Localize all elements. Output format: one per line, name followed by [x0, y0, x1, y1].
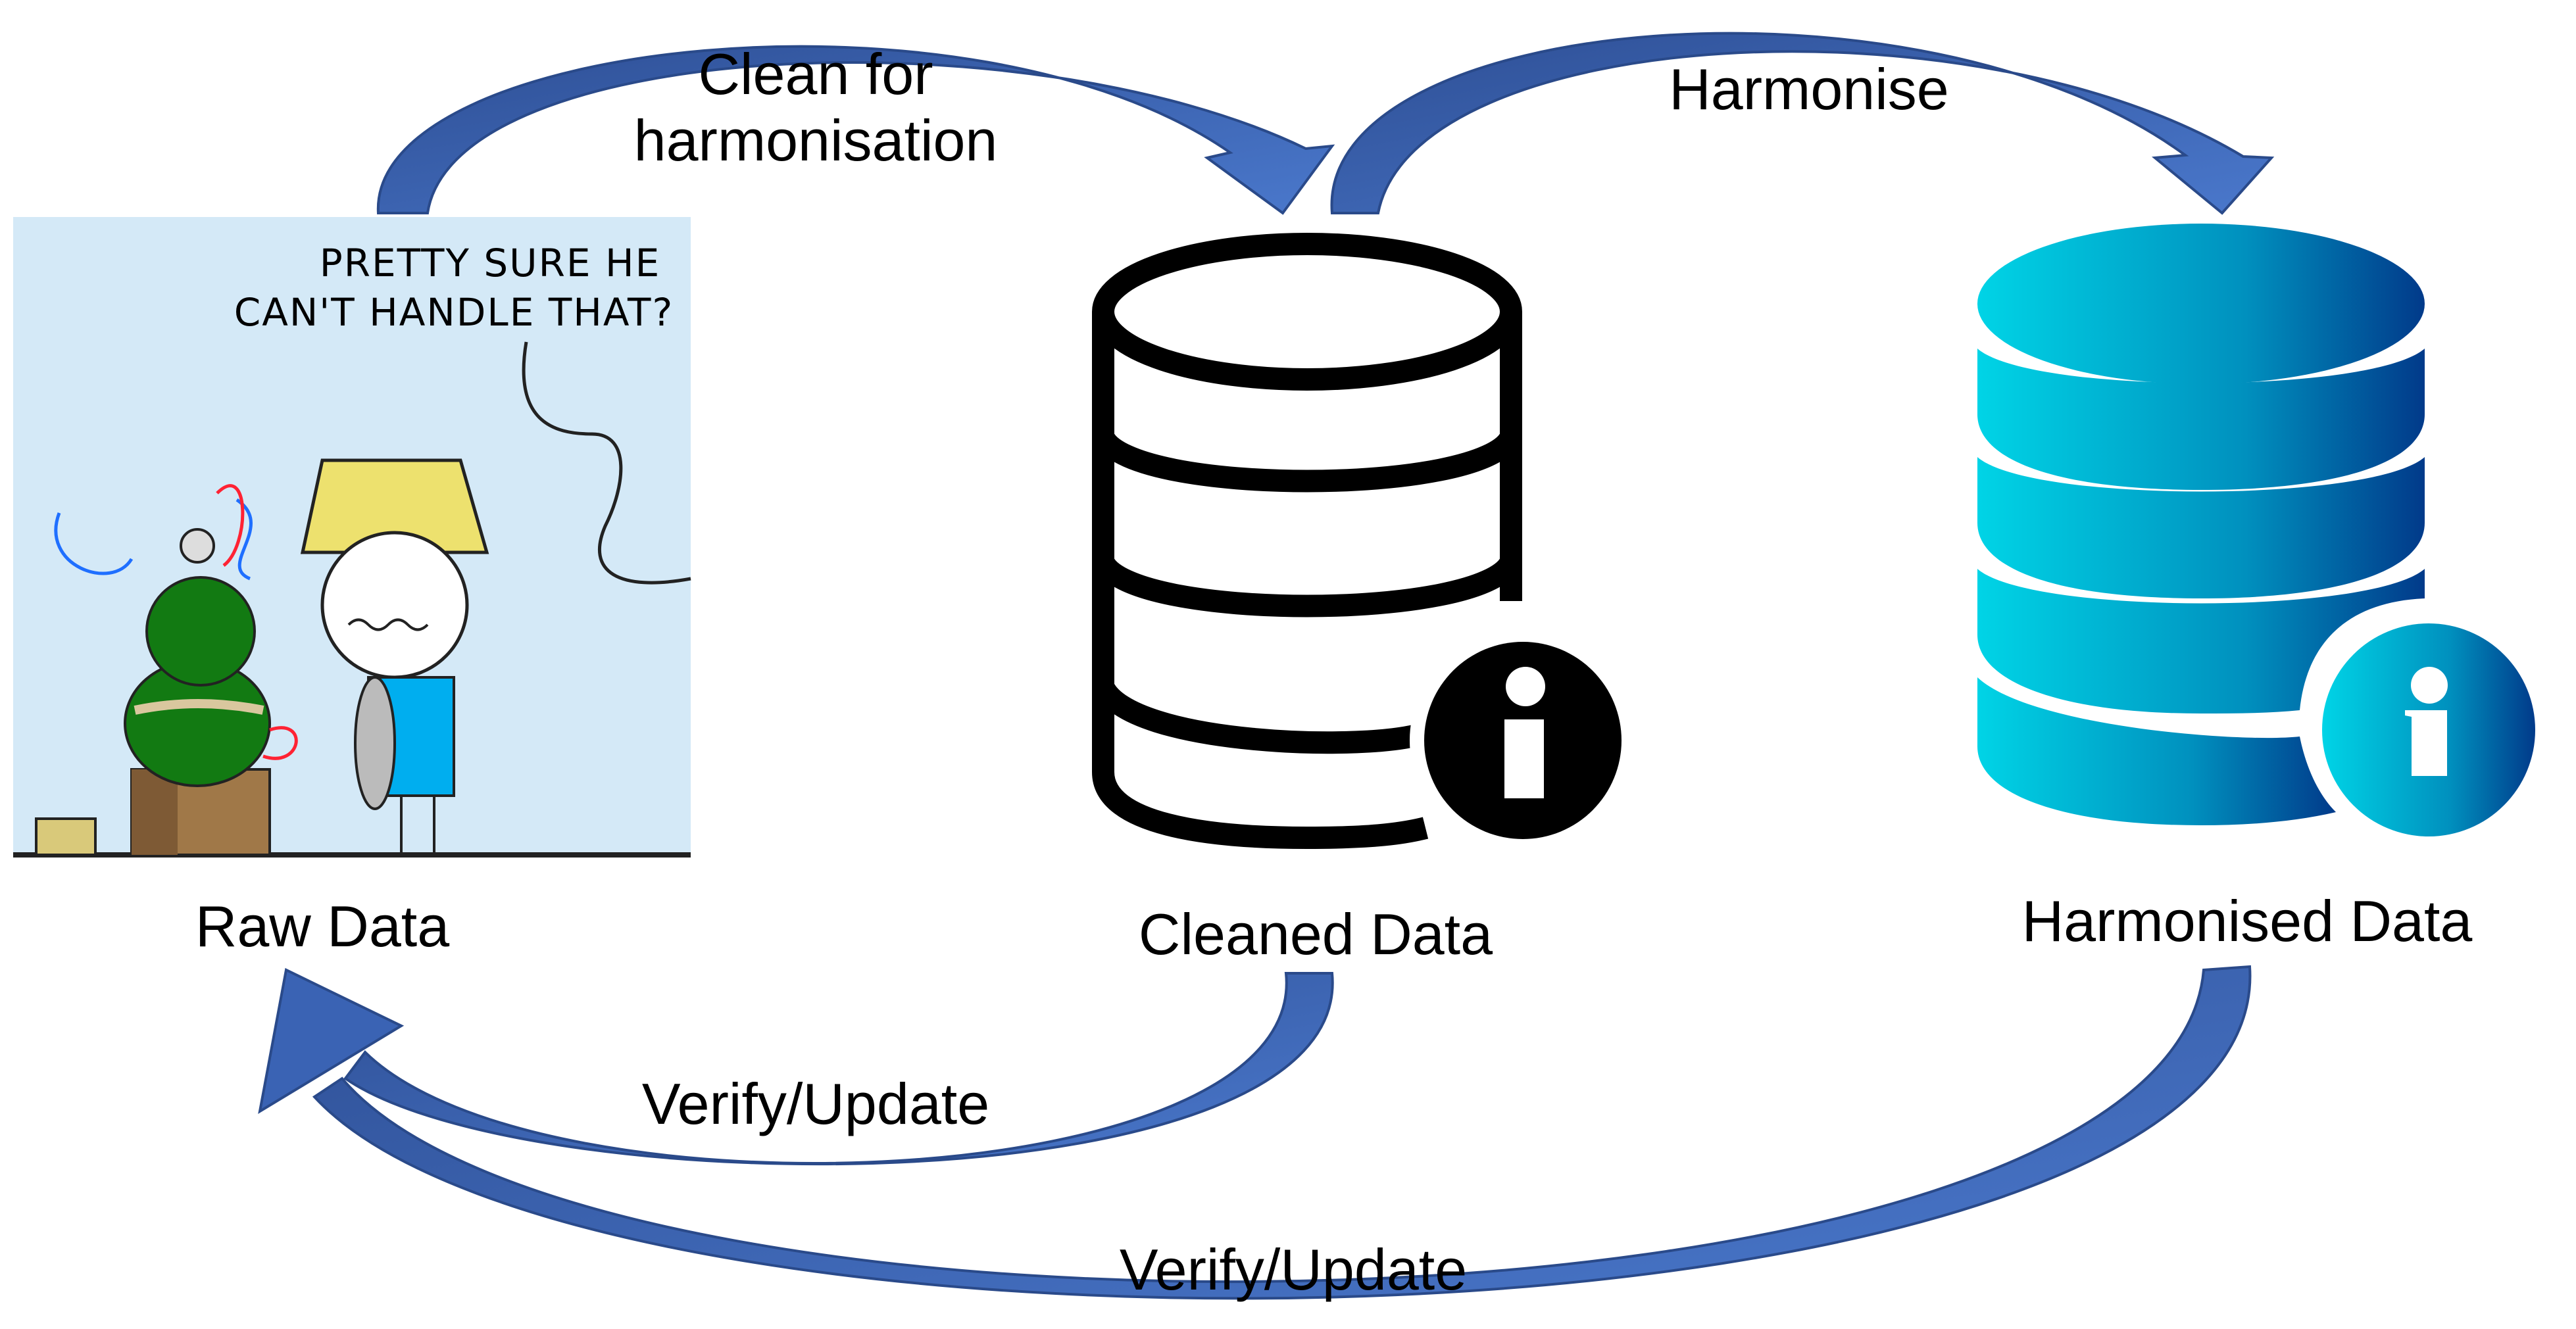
edge-label-clean-line2: harmonisation: [633, 108, 998, 174]
arrow-cleaned-to-harmonised: [1330, 32, 2275, 215]
raw-data-comic: PRETTY SURE HE CAN'T HANDLE THAT?: [13, 217, 691, 858]
node-label-raw: Raw Data: [195, 894, 450, 959]
edge-label-clean: Clean for harmonisation: [634, 41, 998, 174]
node-label-cleaned: Cleaned Data: [1138, 902, 1493, 967]
node-label-harmonised: Harmonised Data: [2021, 888, 2473, 954]
edge-label-clean-line1: Clean for: [698, 41, 933, 107]
harmonised-database-icon: [1977, 224, 2535, 836]
edge-label-verify-cleaned: Verify/Update: [641, 1071, 990, 1136]
arrowhead-raw: [258, 968, 405, 1115]
edge-label-harmonise: Harmonise: [1669, 57, 1949, 122]
arrow-raw-to-cleaned: [376, 45, 1335, 215]
comic-caption-line2: CAN'T HANDLE THAT?: [234, 290, 674, 335]
arrow-cleaned-to-raw: [343, 972, 1334, 1166]
comic-caption-line1: PRETTY SURE HE: [320, 241, 661, 285]
arrow-harmonised-to-raw: [258, 965, 2252, 1300]
cleaned-database-icon: [1092, 233, 1636, 854]
edge-label-verify-harmonised: Verify/Update: [1119, 1237, 1468, 1302]
